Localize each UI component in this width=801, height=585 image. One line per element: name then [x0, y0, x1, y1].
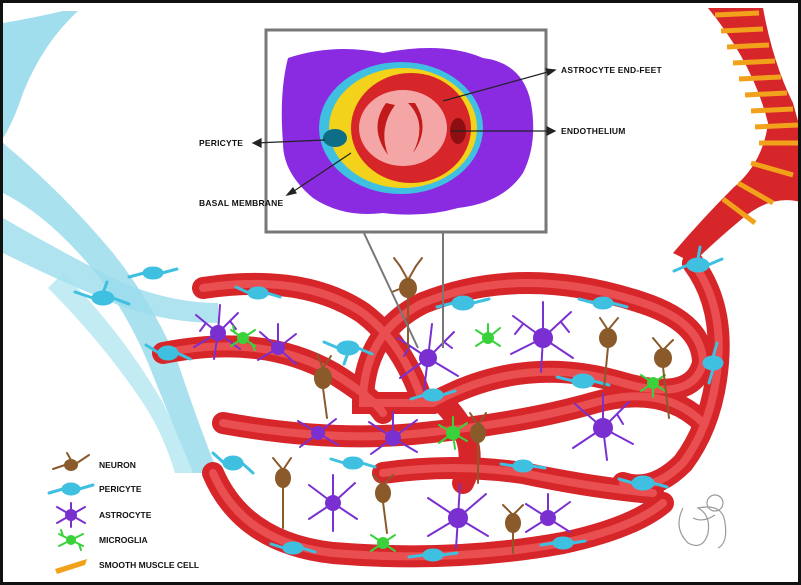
- legend-item-astrocyte: ASTROCYTE: [57, 503, 152, 527]
- neuron-icon: [53, 453, 89, 470]
- legend-item-microglia: MICROGLIA: [59, 530, 148, 550]
- pericyte-cell-inset: [323, 129, 347, 147]
- legend-label-pericyte: PERICYTE: [99, 484, 142, 494]
- astrocyte-end-feet-label: ASTROCYTE END-FEET: [561, 65, 662, 75]
- legend-label-smooth-muscle-cell: SMOOTH MUSCLE CELL: [99, 560, 199, 570]
- microglia-icon: [59, 530, 83, 550]
- artery-smooth-muscle: [673, 8, 801, 263]
- pericyte-vessel-trunk: [3, 11, 218, 473]
- astrocyte-icon: [57, 503, 85, 527]
- smooth-muscle-cell-icon: [55, 559, 87, 574]
- legend-label-microglia: MICROGLIA: [99, 535, 148, 545]
- basal-membrane-label: BASAL MEMBRANE: [199, 198, 283, 208]
- vessel-lumen: [359, 90, 447, 166]
- pericyte-label: PERICYTE: [199, 138, 243, 148]
- pericyte-icon: [49, 484, 93, 494]
- legend-item-pericyte: PERICYTE: [49, 484, 142, 494]
- artist-signature: [679, 495, 726, 548]
- legend-item-neuron: NEURON: [53, 453, 136, 470]
- endothelium-label: ENDOTHELIUM: [561, 126, 626, 136]
- legend-label-astrocyte: ASTROCYTE: [99, 510, 152, 520]
- legend-item-smooth-muscle-cell: SMOOTH MUSCLE CELL: [55, 559, 199, 574]
- legend-label-neuron: NEURON: [99, 460, 136, 470]
- neurovascular-diagram: ASTROCYTE END-FEET ENDOTHELIUM PERICYTE …: [3, 3, 801, 585]
